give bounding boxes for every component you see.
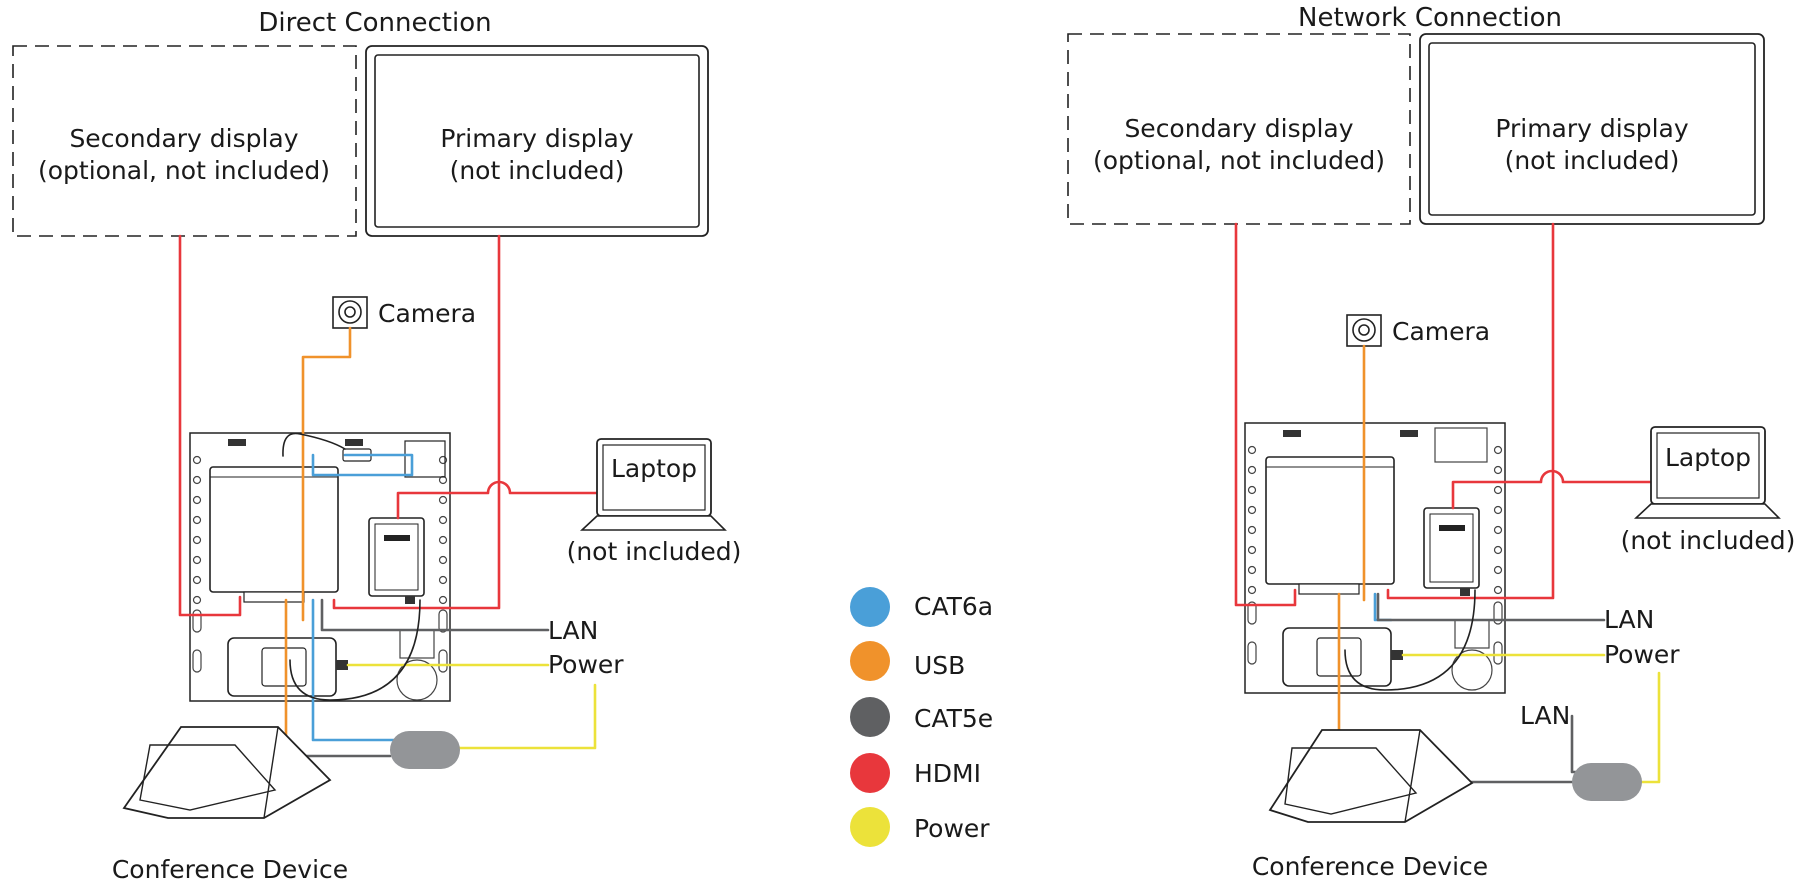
legend-item-power: Power (850, 807, 990, 847)
network-connection-section: Network Connection Secondary display (op… (1067, 3, 1796, 881)
legend-swatch-cat5e (850, 697, 890, 737)
legend-item-cat6a: CAT6a (850, 587, 993, 627)
network-title: Network Connection (1298, 3, 1562, 33)
legend-item-hdmi: HDMI (850, 753, 981, 793)
direct-title: Direct Connection (258, 8, 491, 38)
network-adapter (1572, 763, 1642, 801)
direct-conference-label: Conference Device (112, 855, 348, 882)
laptop-icon (1633, 426, 1781, 519)
legend-label-power: Power (914, 814, 990, 843)
direct-mounting-plate (189, 432, 451, 702)
cable-legend: CAT6a USB CAT5e HDMI Power (850, 587, 993, 847)
legend-swatch-cat6a (850, 587, 890, 627)
direct-laptop-note: (not included) (567, 537, 742, 566)
network-primary-display: Primary display (not included) (1419, 33, 1765, 225)
legend-swatch-usb (850, 641, 890, 681)
direct-laptop-label: Laptop (611, 454, 697, 483)
network-power-label: Power (1604, 640, 1680, 669)
network-secondary-display: Secondary display (optional, not include… (1067, 33, 1411, 225)
legend-label-cat5e: CAT5e (914, 704, 993, 733)
network-lan-switch-label: LAN (1520, 701, 1570, 730)
direct-laptop: Laptop (not included) (567, 438, 742, 566)
camera-icon (1346, 314, 1382, 347)
direct-conference-device: Conference Device (112, 726, 348, 884)
network-laptop-label: Laptop (1665, 443, 1751, 472)
network-secondary-note: (optional, not included) (1093, 146, 1385, 175)
direct-lan-label: LAN (548, 616, 598, 645)
direct-secondary-label: Secondary display (69, 124, 298, 153)
network-mounting-plate (1244, 422, 1506, 694)
network-cables (1234, 222, 1661, 784)
camera-icon (332, 296, 368, 329)
touch-panel-icon (122, 726, 332, 819)
direct-secondary-note: (optional, not included) (38, 156, 330, 185)
direct-primary-display: Primary display (not included) (365, 45, 709, 237)
direct-cables (178, 234, 599, 758)
direct-connection-section: Direct Connection Secondary display (opt… (12, 8, 742, 884)
direct-camera: Camera (332, 296, 476, 329)
direct-primary-note: (not included) (450, 156, 625, 185)
direct-power-label: Power (548, 650, 624, 679)
legend-swatch-power (850, 807, 890, 847)
direct-network-adapter (390, 731, 460, 769)
network-laptop: Laptop (not included) (1621, 426, 1796, 555)
direct-secondary-display: Secondary display (optional, not include… (12, 45, 357, 237)
network-conference-device: Conference Device (1252, 729, 1488, 881)
network-secondary-label: Secondary display (1124, 114, 1353, 143)
legend-label-cat6a: CAT6a (914, 592, 993, 621)
direct-camera-label: Camera (378, 299, 476, 328)
network-laptop-note: (not included) (1621, 526, 1796, 555)
laptop-icon (579, 438, 727, 531)
network-camera-label: Camera (1392, 317, 1490, 346)
direct-primary-label: Primary display (440, 124, 634, 153)
network-primary-note: (not included) (1505, 146, 1680, 175)
touch-panel-icon (1268, 729, 1474, 823)
legend-item-cat5e: CAT5e (850, 697, 993, 737)
legend-item-usb: USB (850, 641, 965, 681)
legend-swatch-hdmi (850, 753, 890, 793)
network-conference-label: Conference Device (1252, 852, 1488, 881)
legend-label-usb: USB (914, 651, 965, 680)
network-primary-label: Primary display (1495, 114, 1689, 143)
network-camera: Camera (1346, 314, 1490, 347)
legend-label-hdmi: HDMI (914, 759, 981, 788)
network-lan-label: LAN (1604, 605, 1654, 634)
